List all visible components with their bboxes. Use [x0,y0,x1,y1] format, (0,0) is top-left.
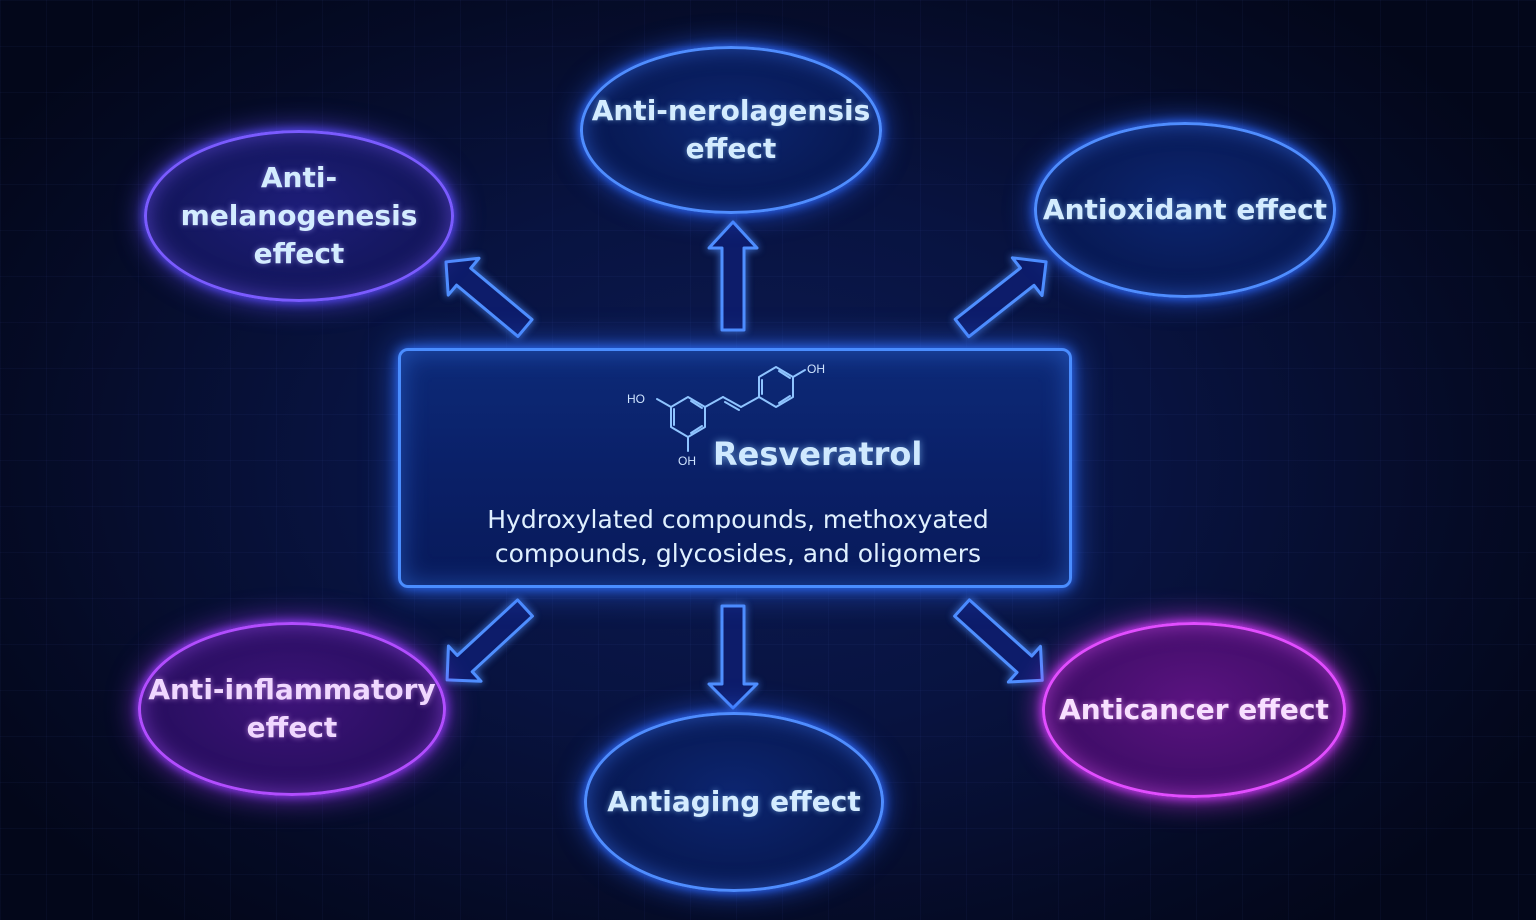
effect-top-left-node: Anti-melanogenesis effect [144,130,454,302]
effect-bottom-label: Antiaging effect [607,785,861,818]
molecule-label-ho: HO [627,392,645,406]
molecule-label-oh-bottom: OH [678,454,696,468]
effect-top-right-node: Antioxidant effect [1034,122,1336,298]
effect-top-right-label: Antioxidant effect [1042,193,1328,226]
arrow-down [707,604,759,710]
effect-bottom-right-node: Anticancer effect [1042,622,1346,798]
arrow-up-right [953,256,1048,339]
arrow-down-left [445,598,534,683]
arrow-down-right [953,598,1044,684]
effect-top-node: Anti-nerolagensis effect [580,46,882,214]
effect-bottom-right-label: Anticancer effect [1059,693,1329,726]
resveratrol-title: Resveratrol [713,435,923,473]
effect-bottom-left-label: Anti-inflammatory effect [148,673,436,744]
molecule-label-oh-right: OH [807,362,825,376]
effect-top-left-label: Anti-melanogenesis effect [180,161,418,270]
resveratrol-box: HO OH OH Resveratrol Hydroxylated compou… [398,348,1072,588]
effect-bottom-node: Antiaging effect [584,712,884,892]
effect-bottom-left-node: Anti-inflammatory effect [138,622,446,796]
resveratrol-subtitle: Hydroxylated compounds, methoxyated comp… [487,505,989,568]
arrow-up [707,220,759,332]
arrow-up-left [444,256,534,338]
effect-top-label: Anti-nerolagensis effect [591,94,871,165]
resveratrol-structure-icon: HO OH OH [627,362,825,468]
